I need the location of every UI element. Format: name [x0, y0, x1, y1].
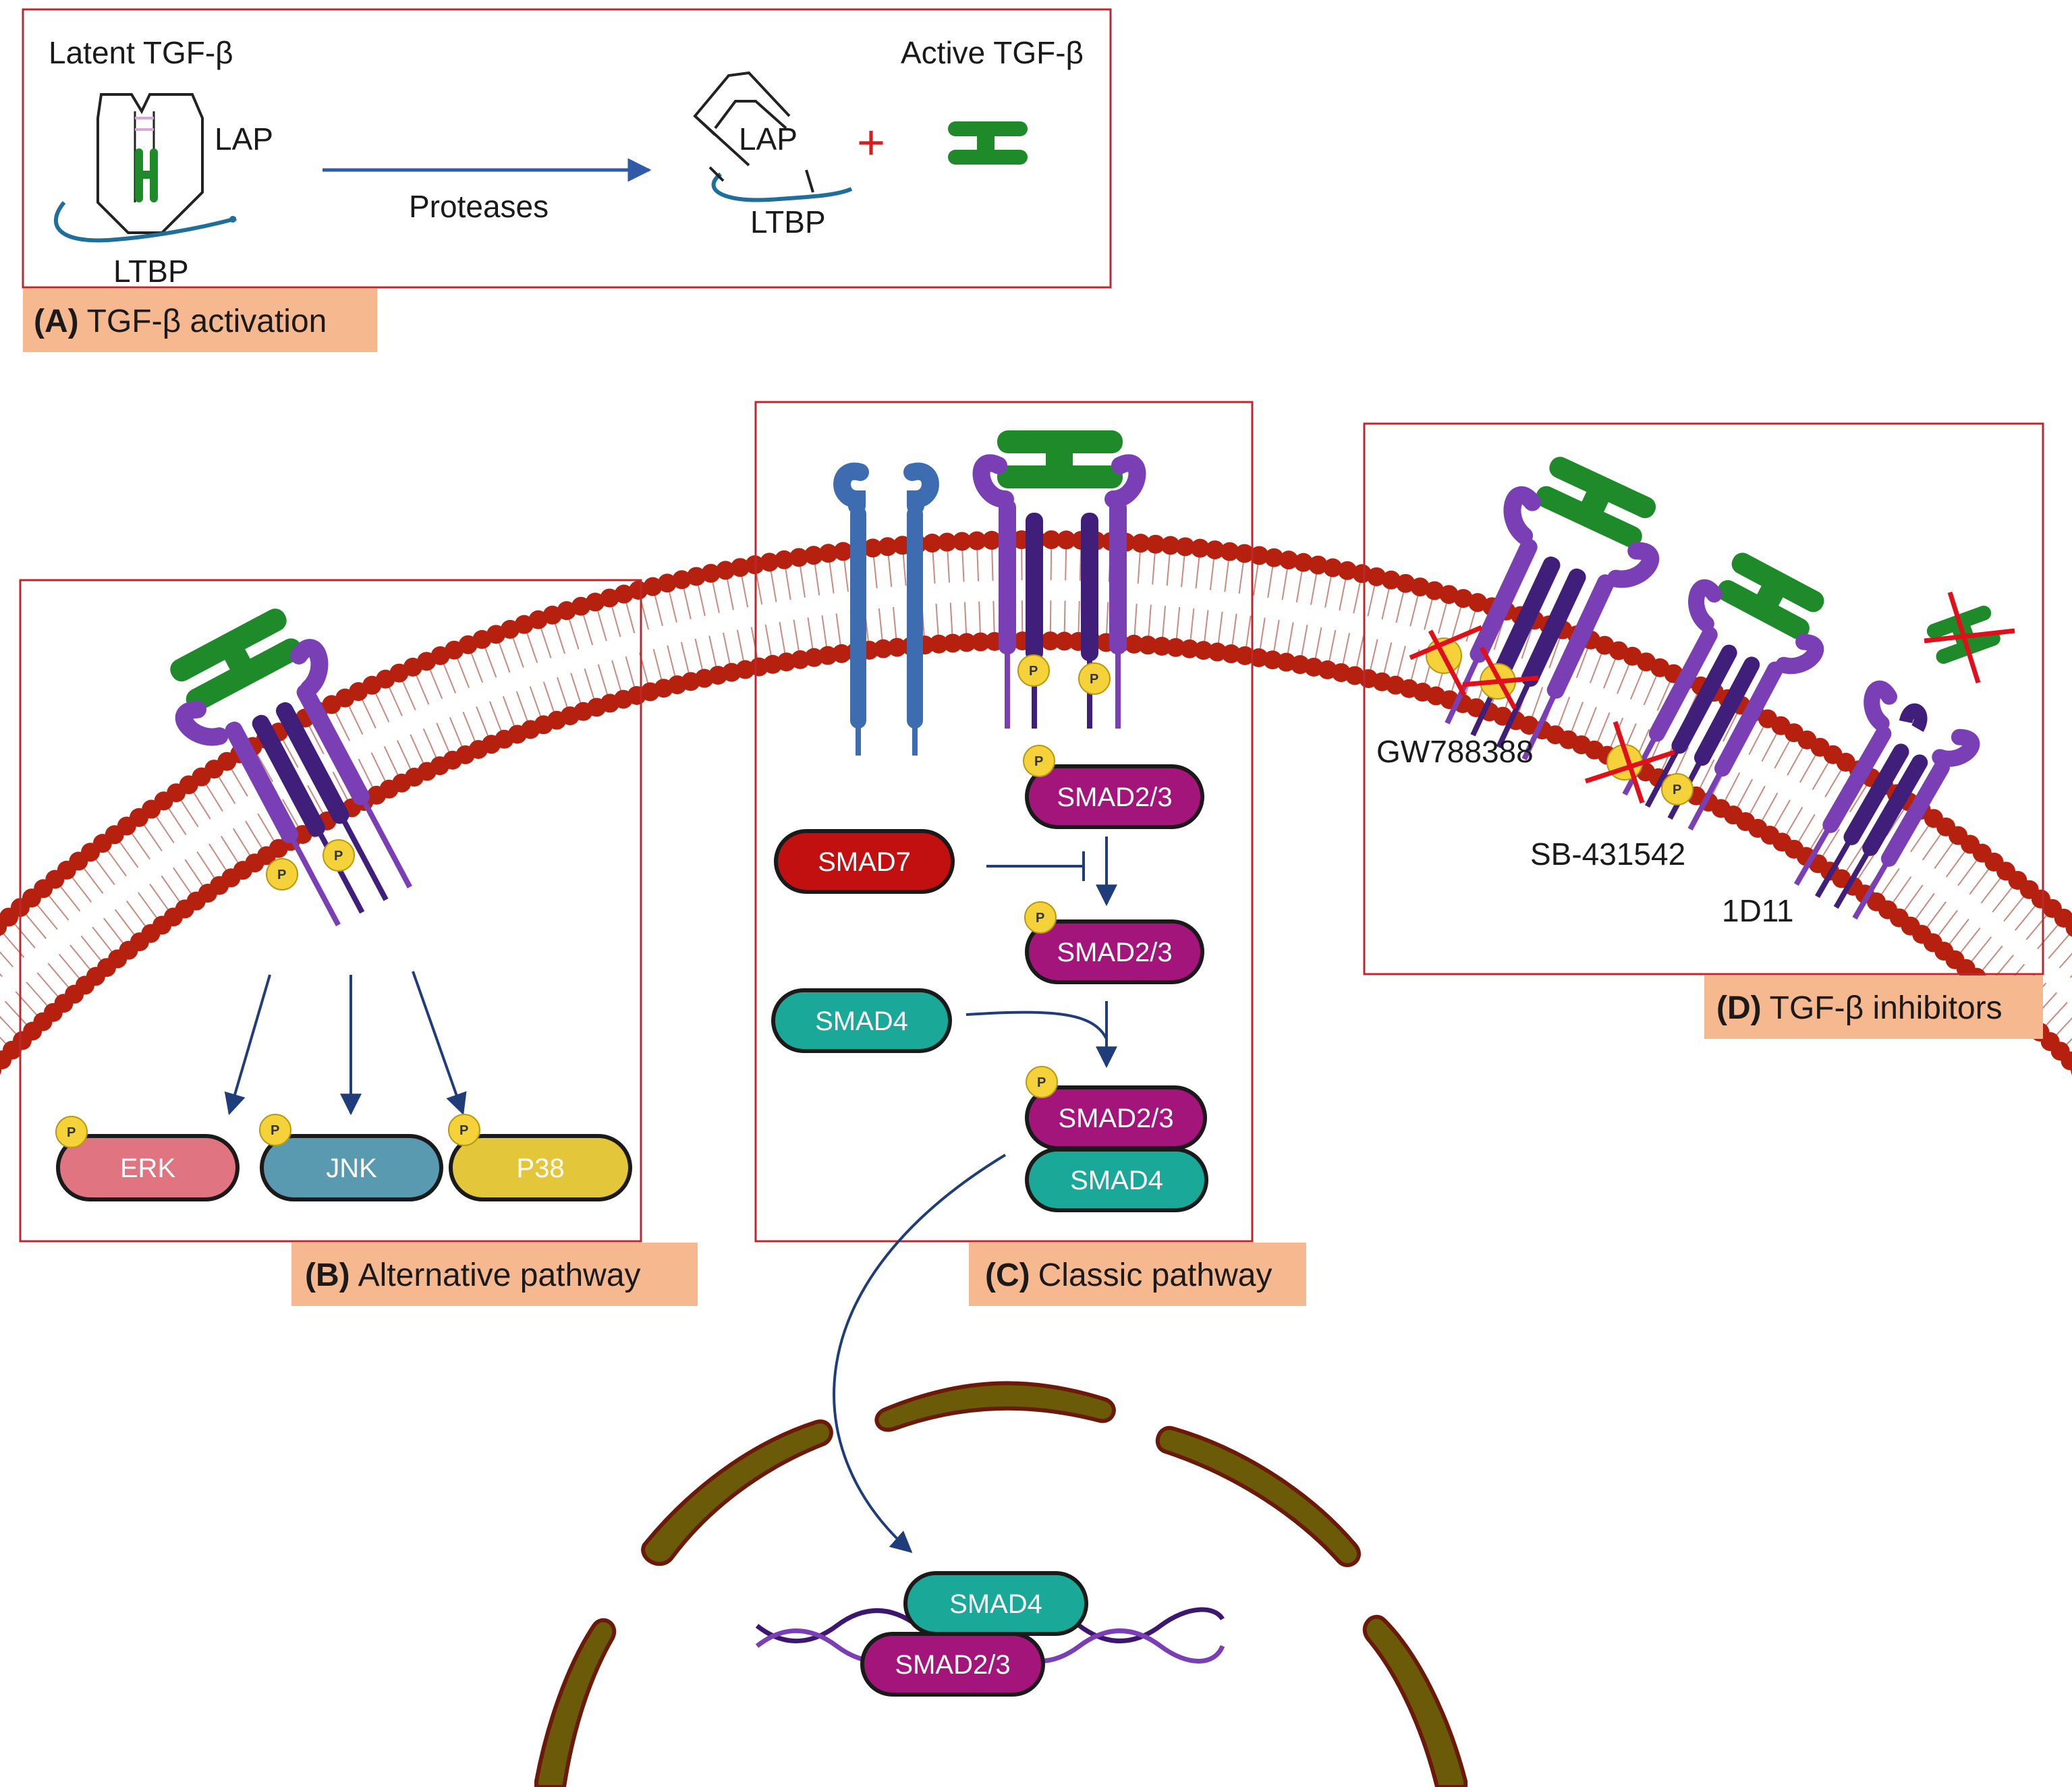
coreceptor-icon	[833, 462, 939, 756]
jnk-pill: JNK	[260, 1134, 443, 1201]
svg-text:P: P	[1034, 754, 1043, 769]
ltbp-strand-icon	[53, 201, 237, 243]
phospho-b-2: P	[323, 839, 355, 872]
panel-b-caption: (B)Alternative pathway	[305, 1257, 641, 1293]
svg-text:SMAD4: SMAD4	[1070, 1166, 1163, 1195]
phospho-smad23-2: P	[1024, 901, 1057, 934]
panel-b: P P ERK JNK P38 P P P (B)Alternative pat…	[19, 579, 698, 1306]
ltbp-label-active: LTBP	[750, 204, 826, 239]
panel-d-caption-box	[1704, 975, 2043, 1039]
neutralized-tgf-icon	[1924, 591, 2015, 684]
receptor-complex-d3	[1793, 681, 1980, 920]
smad4-binding-arrow	[965, 1011, 1108, 1040]
inhibition-cross-sb431542	[1584, 720, 1676, 804]
plus-sign: +	[857, 116, 885, 170]
nuclear-envelope-top	[874, 1381, 1116, 1432]
svg-text:SMAD2/3: SMAD2/3	[1057, 783, 1172, 812]
inhibitor-label-gw788388: GW788388	[1376, 734, 1534, 769]
arrow-to-erk	[224, 974, 271, 1116]
svg-text:P: P	[277, 868, 286, 882]
panel-a-caption-box	[23, 289, 377, 352]
svg-text:SMAD4: SMAD4	[815, 1006, 908, 1036]
smad7-pill: SMAD7	[774, 829, 955, 894]
nucleus	[534, 1381, 1467, 1787]
p38-pill: P38	[449, 1134, 632, 1201]
cleaved-lap-icon	[693, 71, 791, 167]
svg-text:P: P	[1090, 672, 1098, 687]
phospho-c-2: P	[1078, 662, 1111, 695]
svg-text:P: P	[271, 1123, 279, 1138]
panel-c-caption-box	[969, 1243, 1306, 1306]
panel-d-frame	[1363, 422, 2044, 975]
phospho-jnk: P	[259, 1114, 291, 1146]
proteases-label: Proteases	[409, 189, 549, 224]
smad23-pill-2: SMAD2/3	[1025, 919, 1204, 984]
nuclear-smad23-pill: SMAD2/3	[860, 1632, 1045, 1697]
nuclear-smad4-pill: SMAD4	[903, 1571, 1088, 1636]
erk-pill: ERK	[56, 1134, 240, 1201]
svg-text:ERK: ERK	[120, 1154, 176, 1183]
nuclear-translocation-arrow	[833, 1154, 1007, 1554]
inhibitor-label-sb431542: SB-431542	[1530, 836, 1685, 872]
disulfide-bond-icon	[135, 117, 154, 131]
svg-text:P: P	[459, 1123, 468, 1138]
panel-a-frame	[22, 8, 1112, 289]
svg-text:P: P	[1673, 783, 1681, 797]
receptor-complex-d1	[1445, 457, 1660, 760]
phospho-b-1: P	[266, 858, 298, 890]
smad4-pill-complex: SMAD4	[1025, 1147, 1208, 1212]
svg-text:SMAD4: SMAD4	[949, 1589, 1042, 1619]
ltbp-strand-cleaved-icon	[711, 172, 853, 202]
latent-tgf-dimer-icon	[135, 148, 158, 202]
phospho-smad23-1: P	[1023, 745, 1055, 777]
receptor-complex-c	[972, 430, 1146, 729]
panel-c-frame	[754, 401, 1254, 1243]
inhibition-cross-gw788388	[1409, 625, 1539, 710]
svg-text:P: P	[1036, 911, 1044, 926]
lap-label-active: LAP	[739, 121, 797, 157]
svg-text:P: P	[1029, 664, 1038, 679]
active-tgf-label: Active TGF-β	[901, 35, 1084, 70]
svg-text:SMAD2/3: SMAD2/3	[1058, 1104, 1173, 1133]
active-tgf-dimer-icon	[948, 121, 1028, 165]
lap-label-latent: LAP	[215, 121, 273, 157]
smad23-pill-3: SMAD2/3	[1025, 1085, 1207, 1150]
svg-text:P: P	[1037, 1075, 1046, 1090]
panel-b-caption-box	[291, 1243, 698, 1306]
svg-text:SMAD2/3: SMAD2/3	[895, 1650, 1010, 1680]
panel-d-caption: (D)TGF-β inhibitors	[1716, 990, 2003, 1026]
lap-cage-icon	[96, 93, 204, 234]
svg-text:P: P	[67, 1125, 76, 1140]
nuclear-envelope-right-lower	[1362, 1614, 1467, 1787]
svg-text:P: P	[334, 849, 343, 863]
panel-c-caption: (C)Classic pathway	[985, 1257, 1272, 1293]
nuclear-envelope-left-lower	[534, 1618, 617, 1787]
panel-b-frame	[19, 579, 642, 1243]
panel-a-caption: (A)TGF-β activation	[34, 304, 327, 339]
panel-c: P P SMAD2/3 P SMAD7 SMAD2/3 P SMAD4	[754, 401, 1306, 1306]
phospho-p38: P	[448, 1114, 480, 1146]
svg-text:JNK: JNK	[326, 1154, 377, 1183]
panel-a: Latent TGF-β Active TGF-β LAP LTBP Prote…	[22, 8, 1112, 352]
nuclear-envelope-right-upper	[1155, 1425, 1361, 1567]
svg-text:P38: P38	[516, 1154, 564, 1183]
inhibitor-label-1d11: 1D11	[1722, 893, 1794, 928]
svg-text:SMAD7: SMAD7	[818, 847, 911, 877]
ltbp-label-latent: LTBP	[113, 254, 189, 289]
phospho-smad23-3: P	[1026, 1066, 1058, 1098]
smad23-pill-1: SMAD2/3	[1025, 764, 1204, 829]
smad4-pill-left: SMAD4	[771, 988, 952, 1053]
svg-text:SMAD2/3: SMAD2/3	[1057, 938, 1172, 967]
latent-tgf-label: Latent TGF-β	[49, 35, 233, 70]
panel-d: GW788388 P SB-431542	[1363, 422, 2044, 1039]
nuclear-envelope-left-upper	[641, 1419, 833, 1566]
arrow-to-p38	[412, 971, 467, 1116]
phospho-erk: P	[55, 1116, 88, 1148]
phospho-c-1: P	[1017, 654, 1050, 687]
phospho-d2: P	[1661, 773, 1693, 805]
